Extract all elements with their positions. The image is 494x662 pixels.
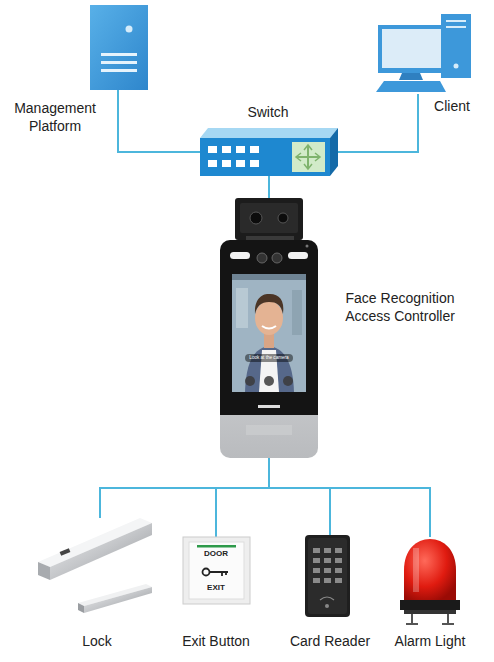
device-label: Alarm Light <box>380 632 480 650</box>
network-wire <box>269 458 330 535</box>
device-label: Switch <box>218 103 318 121</box>
device-node: Card Reader <box>305 535 350 617</box>
device-text: Look at the camera <box>245 355 293 362</box>
device-node: Face Recognition Access Controller <box>220 198 318 458</box>
network-wire <box>216 458 269 537</box>
server-icon <box>90 5 148 90</box>
device-label: Face Recognition Access Controller <box>332 289 468 325</box>
device-label: Card Reader <box>277 632 383 650</box>
network-wire <box>268 176 270 198</box>
network-wire <box>269 458 430 537</box>
device-node: Lock <box>35 518 153 613</box>
network-wire <box>118 90 200 152</box>
device-node: Switch <box>200 128 338 176</box>
alarm-light-illustration <box>400 539 460 624</box>
switch-icon <box>200 128 338 176</box>
magnetic-lock-illustration <box>38 518 152 613</box>
device-label: Lock <box>47 632 147 650</box>
device-text: EXIT <box>191 583 241 593</box>
device-label: Exit Button <box>166 632 266 650</box>
computer-icon <box>376 14 471 92</box>
card-reader-illustration <box>305 535 350 617</box>
face-terminal-illustration <box>220 198 318 458</box>
device-label: Client <box>420 97 484 115</box>
device-node: Management Platform <box>90 5 148 90</box>
device-node: Exit Button <box>183 537 250 604</box>
network-wire <box>338 94 418 152</box>
device-text: DOOR <box>191 549 241 559</box>
device-node: Client <box>375 12 473 94</box>
device-label: Management Platform <box>5 99 105 135</box>
device-node: Alarm Light <box>400 537 460 622</box>
exit-button-illustration <box>183 537 250 604</box>
